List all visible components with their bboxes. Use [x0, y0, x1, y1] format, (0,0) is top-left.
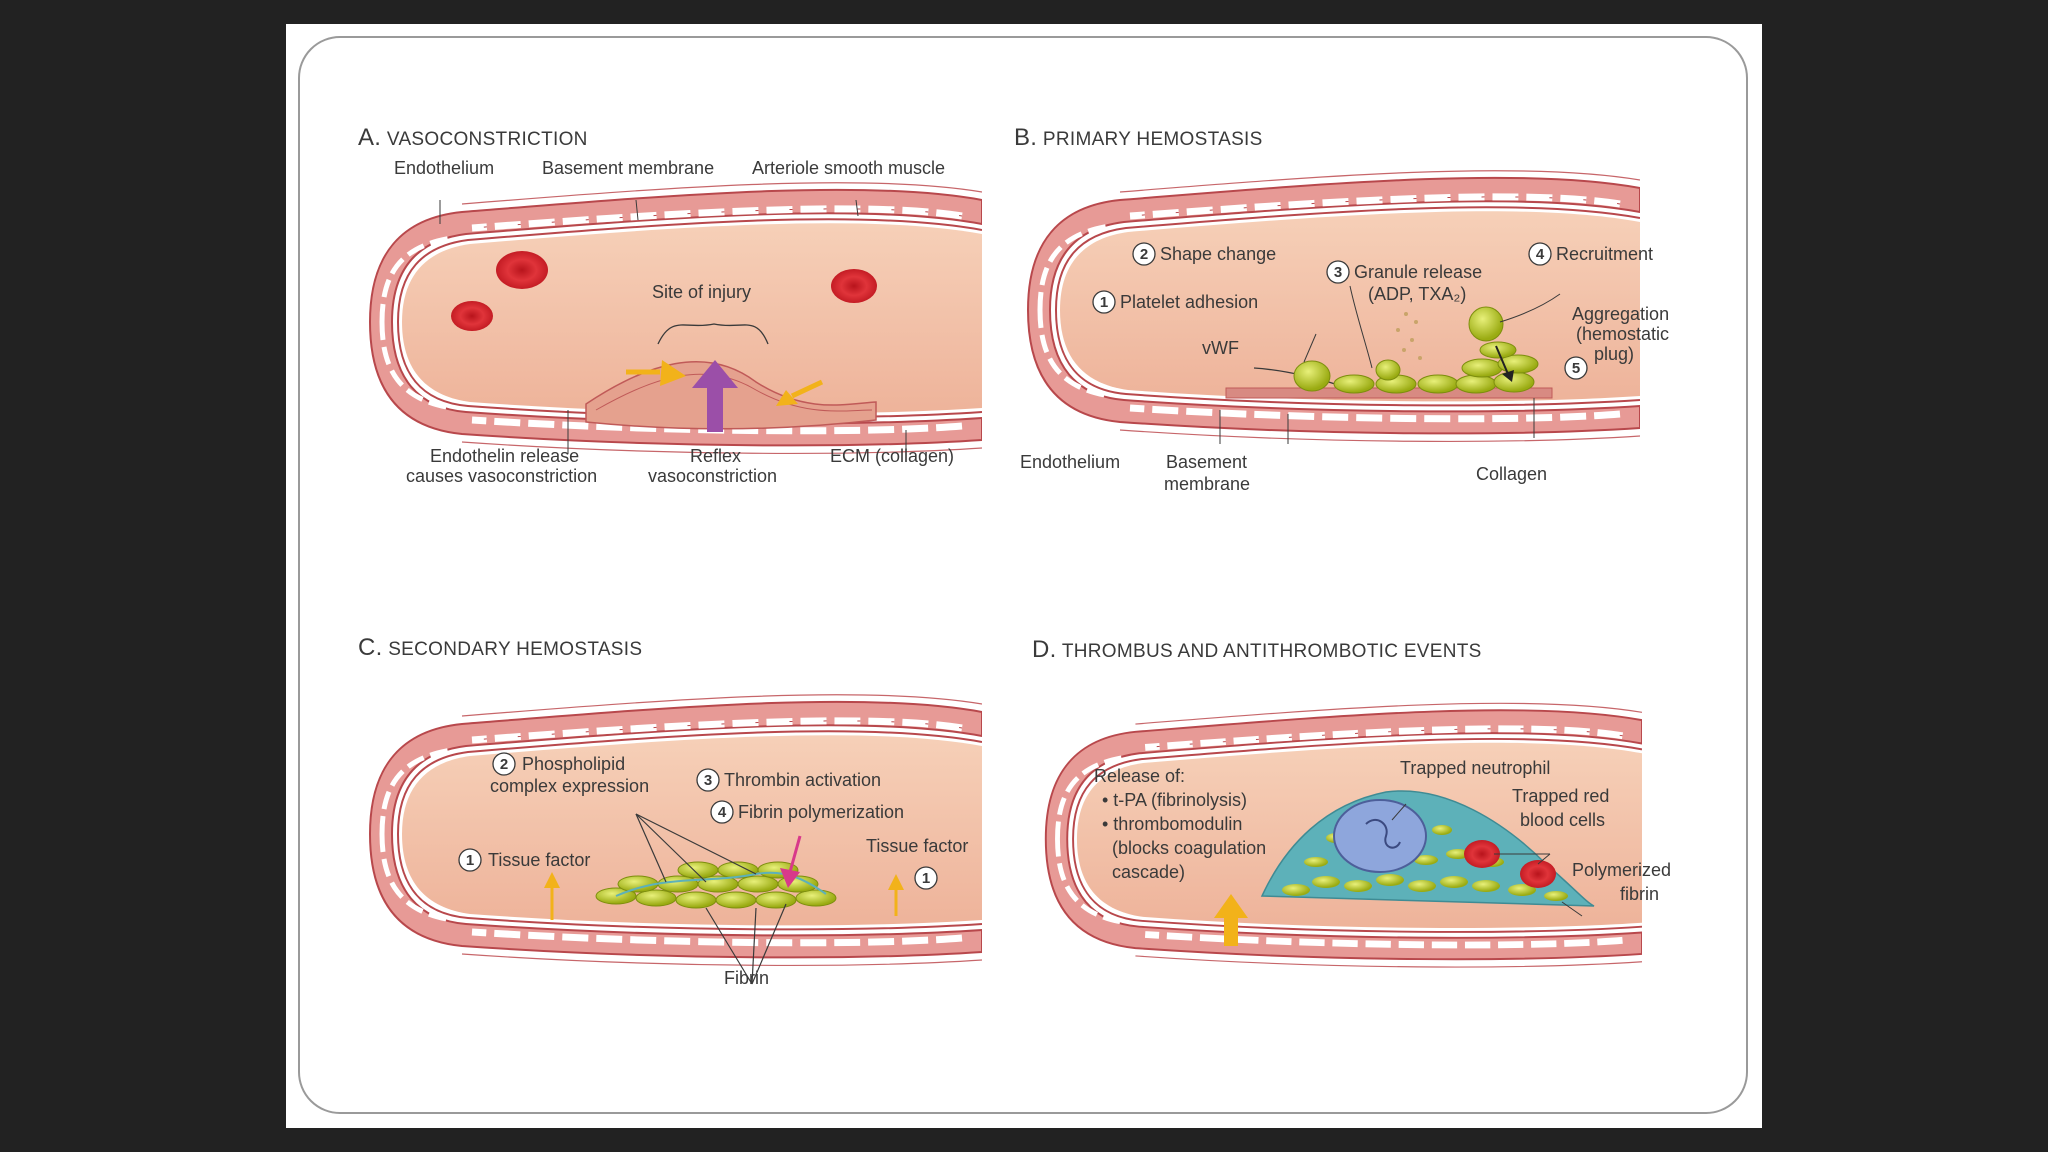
label-thrombomodulin: • thrombomodulin: [1102, 814, 1242, 834]
label-endothelium: Endothelium: [394, 158, 494, 178]
trapped-red-cell: [1520, 860, 1556, 888]
svg-text:5: 5: [1572, 360, 1580, 377]
label-aggregation-2: (hemostatic: [1576, 324, 1669, 344]
label-trapped-rbc-2: blood cells: [1520, 810, 1605, 830]
label-site-of-injury: Site of injury: [652, 282, 751, 302]
red-blood-cell: [496, 251, 548, 289]
label-tpa: • t-PA (fibrinolysis): [1102, 790, 1247, 810]
label-aggregation-1: Aggregation: [1572, 304, 1669, 324]
label-recruitment: Recruitment: [1556, 244, 1653, 264]
panel-d: D. THROMBUS AND ANTITHROMBOTIC EVENTS: [1032, 636, 1671, 967]
label-blocks-1: (blocks coagulation: [1112, 838, 1266, 858]
label-vwf: vWF: [1202, 338, 1239, 358]
label-collagen: Collagen: [1476, 464, 1547, 484]
svg-text:3: 3: [1334, 264, 1342, 281]
step-badges-b: 2 3 4 1 5: [1092, 242, 1588, 380]
label-fibrin: Fibrin: [724, 968, 769, 988]
release-arrow: [1224, 916, 1238, 946]
label-endothelin-1: Endothelin release: [430, 446, 579, 466]
label-granule-release-2: (ADP, TXA₂): [1368, 284, 1466, 304]
svg-text:2: 2: [1140, 246, 1148, 263]
red-blood-cell: [831, 269, 877, 303]
label-thrombin: Thrombin activation: [724, 770, 881, 790]
red-blood-cell: [451, 301, 493, 331]
svg-text:4: 4: [718, 804, 727, 821]
panel-b-title: B. PRIMARY HEMOSTASIS: [1014, 124, 1263, 151]
svg-text:4: 4: [1536, 246, 1545, 263]
slide-frame: [298, 36, 1748, 1114]
label-arteriole-smooth-muscle: Arteriole smooth muscle: [752, 158, 945, 178]
label-basement-1: Basement: [1166, 452, 1247, 472]
label-phospholipid-1: Phospholipid: [522, 754, 625, 774]
svg-text:2: 2: [500, 756, 508, 773]
trapped-red-cell: [1464, 840, 1500, 868]
panel-c-title: C. SECONDARY HEMOSTASIS: [358, 634, 642, 661]
label-basement-membrane: Basement membrane: [542, 158, 714, 178]
label-phospholipid-2: complex expression: [490, 776, 649, 796]
svg-text:1: 1: [922, 870, 930, 887]
step-badges-c: 1 2 3 4 1: [458, 752, 938, 890]
label-release-of: Release of:: [1094, 766, 1185, 786]
panel-b: B. PRIMARY HEMOSTASIS: [1014, 124, 1669, 494]
panel-d-title: D. THROMBUS AND ANTITHROMBOTIC EVENTS: [1032, 636, 1482, 663]
svg-text:3: 3: [704, 772, 712, 789]
reflex-arrow: [707, 386, 723, 432]
label-endothelin-2: causes vasoconstriction: [406, 466, 597, 486]
slide: A. VASOCONSTRICTION Endoth: [286, 24, 1762, 1128]
svg-text:1: 1: [466, 852, 474, 869]
label-shape-change: Shape change: [1160, 244, 1276, 264]
label-polymerized-2: fibrin: [1620, 884, 1659, 904]
endothelin-arrow: [790, 379, 824, 399]
label-reflex-2: vasoconstriction: [648, 466, 777, 486]
label-tissue-factor-left: Tissue factor: [488, 850, 590, 870]
vessel-c: [370, 695, 982, 966]
label-fibrin-polymerization: Fibrin polymerization: [738, 802, 904, 822]
platelet-aggregate: [1293, 306, 1539, 394]
label-trapped-rbc-1: Trapped red: [1512, 786, 1609, 806]
panel-a: A. VASOCONSTRICTION Endoth: [358, 124, 982, 486]
label-endothelium-b: Endothelium: [1020, 452, 1120, 472]
label-granule-release: Granule release: [1354, 262, 1482, 282]
label-ecm: ECM (collagen): [830, 446, 954, 466]
hemostasis-diagram: A. VASOCONSTRICTION Endoth: [358, 124, 1671, 988]
label-basement-2: membrane: [1164, 474, 1250, 494]
panel-c: C. SECONDARY HEMOSTASIS: [358, 634, 982, 988]
label-trapped-neutrophil: Trapped neutrophil: [1400, 758, 1550, 778]
label-aggregation-3: plug): [1594, 344, 1634, 364]
label-reflex-1: Reflex: [690, 446, 741, 466]
label-tissue-factor-right: Tissue factor: [866, 836, 968, 856]
label-polymerized-1: Polymerized: [1572, 860, 1671, 880]
svg-text:1: 1: [1100, 294, 1108, 311]
label-platelet-adhesion: Platelet adhesion: [1120, 292, 1258, 312]
panel-a-title: A. VASOCONSTRICTION: [358, 124, 588, 151]
label-blocks-2: cascade): [1112, 862, 1185, 882]
trapped-neutrophil: [1333, 799, 1427, 873]
